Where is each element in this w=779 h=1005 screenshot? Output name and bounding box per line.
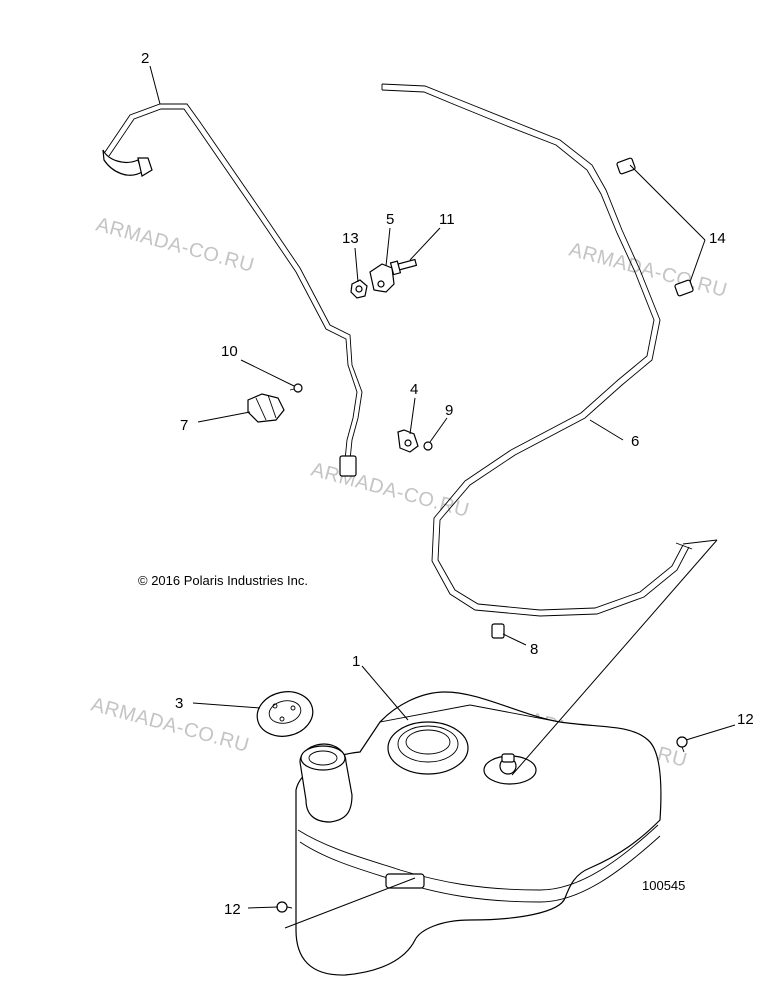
- part-11-bolt: [389, 258, 418, 276]
- illustration-id: 100545: [642, 878, 685, 893]
- part-7-clip: [247, 393, 285, 423]
- part-13-nut: [350, 279, 368, 299]
- watermark-text: ARMADA-CO.RU: [94, 214, 257, 277]
- callout-3: 3: [175, 695, 183, 712]
- part-9-screw: [423, 441, 433, 451]
- watermark-text: ARMADA-CO.RU: [567, 239, 730, 302]
- part-8-clip: [491, 623, 505, 639]
- callout-13: 13: [342, 230, 359, 247]
- callout-4: 4: [410, 381, 418, 398]
- leader-lines: [149, 65, 736, 929]
- part-1-fuel-tank: [295, 691, 662, 976]
- part-5-clamp: [369, 263, 395, 293]
- watermark-text: ARMADA-CO.RU: [309, 459, 472, 522]
- callout-1: 1: [352, 653, 360, 670]
- part-10-screw: [289, 383, 303, 393]
- part-6-fuel-line: [381, 83, 693, 617]
- callout-6: 6: [631, 433, 639, 450]
- callout-12-right: 12: [737, 711, 754, 728]
- part-12-screw-right: [676, 736, 688, 753]
- callout-9: 9: [445, 402, 453, 419]
- part-3-fuel-cap: [256, 691, 314, 737]
- callout-8: 8: [530, 641, 538, 658]
- part-4-clamp: [397, 429, 419, 453]
- watermarks: ARMADA-CO.RU ARMADA-CO.RU ARMADA-CO.RU A…: [89, 214, 730, 772]
- callout-14: 14: [709, 230, 726, 247]
- part-14-clips: [616, 157, 694, 297]
- callout-2: 2: [141, 50, 149, 67]
- copyright-text: © 2016 Polaris Industries Inc.: [138, 573, 308, 588]
- callout-11: 11: [439, 211, 455, 228]
- callout-10: 10: [221, 343, 238, 360]
- callout-7: 7: [180, 417, 188, 434]
- callout-12-left: 12: [224, 901, 241, 918]
- part-2-vent-line: [102, 103, 363, 477]
- watermark-text: ARMADA-CO.RU: [89, 694, 252, 757]
- callouts: 2 5 13 11 14 10 7 4 9 6 8 1 3 12 12: [141, 50, 754, 918]
- part-12-screw-left: [276, 901, 293, 913]
- callout-5: 5: [386, 211, 394, 228]
